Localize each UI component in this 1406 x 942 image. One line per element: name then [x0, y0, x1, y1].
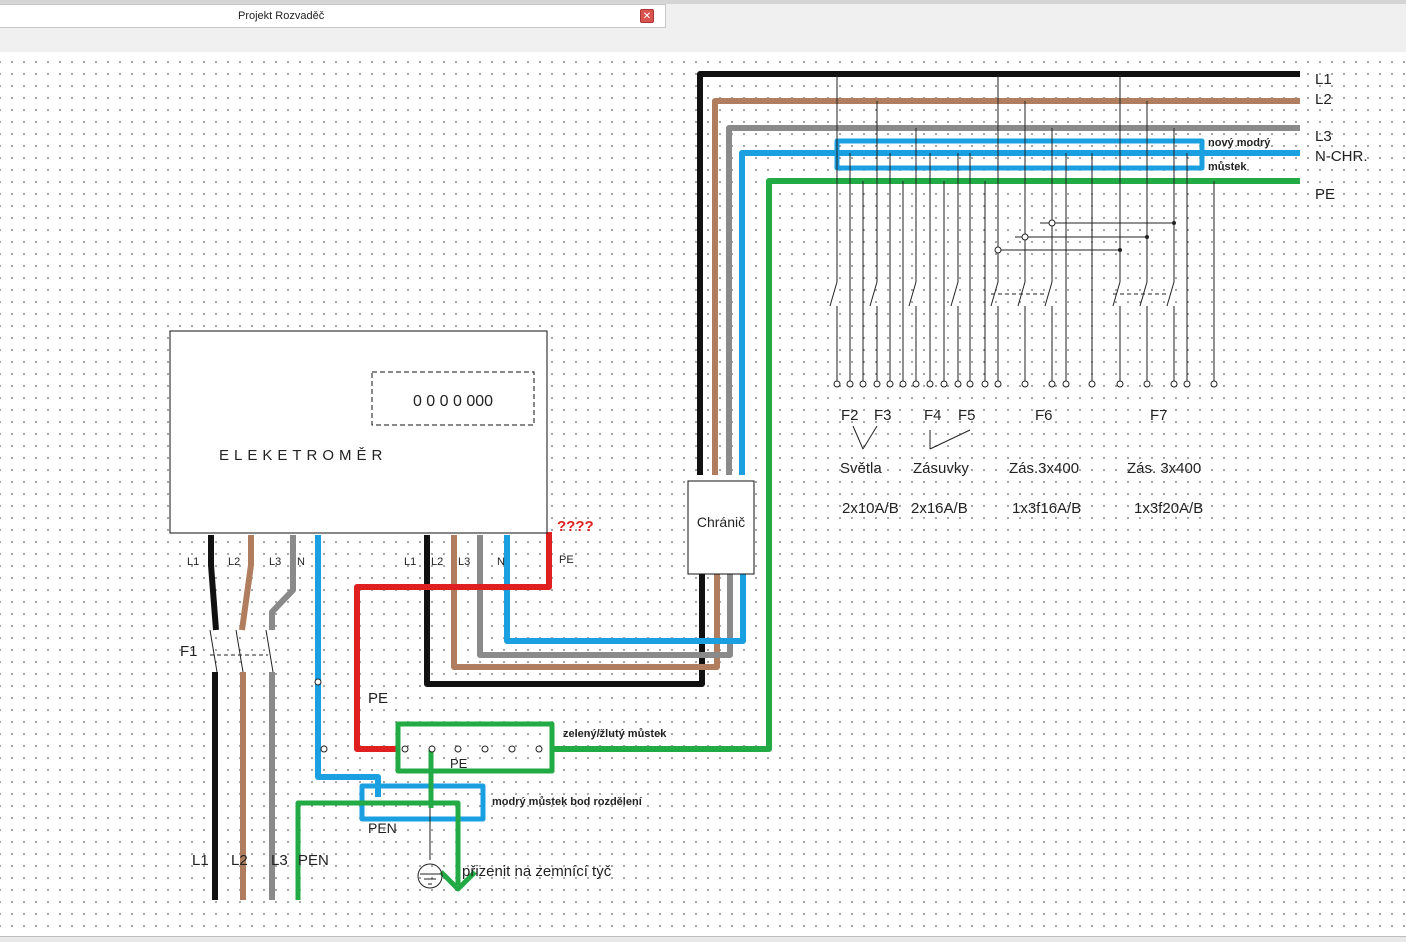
rcd-box [687, 480, 755, 575]
breaker-f4: F4 [924, 407, 942, 424]
green-bridge-label: zelený/žlutý můstek [563, 728, 667, 740]
question-marks: ???? [557, 518, 594, 535]
green-bridge-frame [395, 721, 555, 774]
ground-icon [417, 863, 443, 889]
tab-title: Projekt Rozvaděč [238, 10, 325, 22]
bus-n-chr [739, 150, 1300, 475]
group-zas-1: Zás.3x400 [1009, 460, 1079, 477]
blue-bridge-label-2: můstek [1208, 161, 1247, 173]
bus-label-l1: L1 [1315, 71, 1332, 88]
rating-1: 2x10A/B [842, 500, 899, 517]
meter-in-n: N [297, 556, 305, 568]
electricity-meter [169, 330, 548, 534]
meter-in-l2: L2 [228, 556, 240, 568]
bus-label-n-chr: N-CHR. [1315, 148, 1368, 165]
pe-label: PE [368, 690, 388, 707]
document-tab[interactable]: Projekt Rozvaděč ✕ [0, 4, 666, 28]
pen-label: PEN [368, 820, 397, 836]
rating-4: 1x3f20A/B [1134, 500, 1203, 517]
meter-in-l1: L1 [187, 556, 199, 568]
breaker-f6: F6 [1035, 407, 1053, 424]
status-bar [0, 936, 1406, 942]
breaker-f5: F5 [958, 407, 976, 424]
bus-pe [552, 178, 1300, 752]
group-zas-2: Zás. 3x400 [1127, 460, 1201, 477]
rcd-label: Chránič [697, 514, 745, 530]
meter-out-n: N [497, 556, 505, 568]
rating-3: 1x3f16A/B [1012, 500, 1081, 517]
f1-label: F1 [180, 643, 198, 660]
red-pe-wire [354, 532, 552, 752]
breaker-f7: F7 [1150, 407, 1168, 424]
close-icon[interactable]: ✕ [640, 9, 654, 23]
breaker-f2: F2 [841, 407, 859, 424]
bus-l3 [726, 125, 1300, 475]
meter-in-l3: L3 [269, 556, 281, 568]
blue-bridge-pen-label: modrý můstek bod rozdělení [492, 796, 643, 808]
ground-note: přizenit na zemnící tyč [462, 863, 612, 880]
green-bridge-pe: PE [450, 756, 468, 771]
breaker-f3: F3 [874, 407, 892, 424]
group-zasuvky: Zásuvky [913, 460, 969, 477]
rating-2: 2x16A/B [911, 500, 968, 517]
bus-label-pe: PE [1315, 186, 1335, 203]
bus-label-l2: L2 [1315, 91, 1332, 108]
meter-out-l1: L1 [404, 556, 416, 568]
bus-l1 [697, 71, 1300, 475]
drawing-canvas[interactable]: 0 0 0 0 000 ELEKETROMĚR L1 L2 L3 N L1 L2… [0, 52, 1406, 937]
top-strip [0, 0, 1406, 4]
meter-label: ELEKETROMĚR [219, 447, 387, 464]
meter-out-l3: L3 [458, 556, 470, 568]
title-bar: Projekt Rozvaděč ✕ [0, 0, 1406, 53]
meter-out-l2: L2 [431, 556, 443, 568]
wiring-diagram: 0 0 0 0 000 ELEKETROMĚR L1 L2 L3 N L1 L2… [169, 71, 1368, 900]
meter-reading: 0 0 0 0 000 [413, 393, 493, 410]
bottom-l2: L2 [231, 852, 248, 869]
bottom-l3: L3 [271, 852, 288, 869]
meter-out-pe: PE [559, 554, 574, 566]
bus-l2 [712, 98, 1300, 475]
blue-bridge-label-1: nový modrý [1208, 137, 1271, 149]
group-svetla: Světla [840, 460, 882, 477]
bottom-l1: L1 [192, 852, 209, 869]
bus-label-l3: L3 [1315, 128, 1332, 145]
meter-display [371, 371, 535, 426]
bottom-pen: PEN [298, 852, 329, 869]
